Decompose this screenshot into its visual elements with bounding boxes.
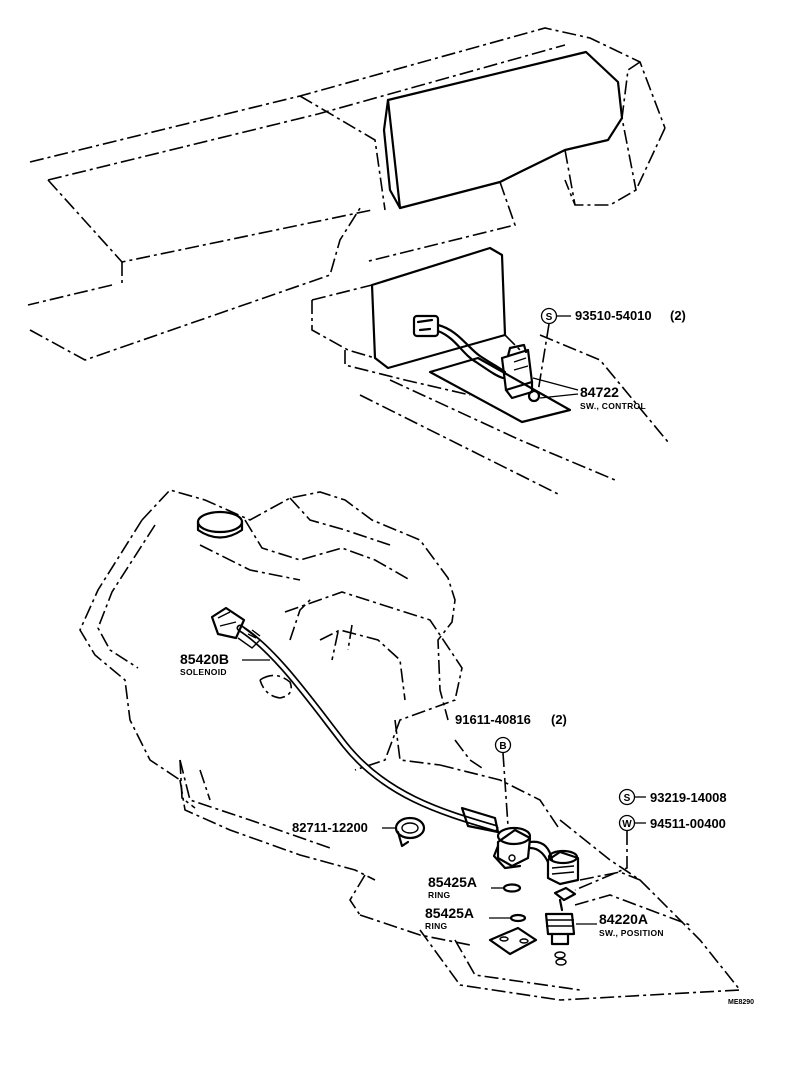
- part-number-85425A: 85425A: [428, 874, 477, 890]
- part-number-85420B: 85420B: [180, 651, 229, 667]
- quantity-label: (2): [551, 712, 567, 727]
- bolt-symbol: B: [499, 741, 506, 752]
- callout-screw-93510: S 93510-54010 (2): [537, 307, 686, 393]
- callout-sw-control: 84722 SW., CONTROL: [532, 377, 646, 411]
- ring-parts: [488, 883, 538, 956]
- part-number-82711-12200: 82711-12200: [292, 820, 368, 835]
- part-name-solenoid: SOLENOID: [180, 667, 227, 677]
- quantity-label: (2): [670, 308, 686, 323]
- callout-ring-upper: 85425A RING: [428, 874, 503, 900]
- part-number-93510-54010: 93510-54010: [575, 308, 652, 323]
- callout-sw-position: 84220A SW., POSITION: [576, 911, 664, 938]
- part-number-93219-14008: 93219-14008: [650, 790, 727, 805]
- solenoid-cable: [210, 606, 500, 834]
- transmission-assembly: [79, 489, 742, 1001]
- part-number-84220A: 84220A: [599, 911, 648, 927]
- part-name-ring: RING: [425, 921, 448, 931]
- callout-bolt-91611: 91611-40816 (2) B: [455, 712, 567, 827]
- part-number-91611-40816: 91611-40816: [455, 712, 531, 727]
- part-name-ring: RING: [428, 890, 451, 900]
- callout-clamp-82711: 82711-12200: [292, 820, 396, 835]
- position-switch: [544, 849, 580, 966]
- callout-ring-lower: 85425A RING: [425, 905, 510, 931]
- screw-symbol: S: [624, 793, 631, 804]
- part-number-94511-00400: 94511-00400: [650, 816, 726, 831]
- dashboard-assembly: [27, 27, 669, 496]
- callout-washer-94511: W 94511-00400: [574, 814, 726, 891]
- drawing-code: ME8290: [728, 999, 754, 1006]
- clamp-part: [394, 816, 426, 848]
- part-name-sw-position: SW., POSITION: [599, 928, 664, 938]
- part-name-sw-control: SW., CONTROL: [580, 401, 646, 411]
- callout-screw-93219: S 93219-14008: [618, 788, 727, 806]
- screw-symbol: S: [546, 312, 553, 323]
- part-number-84722: 84722: [580, 384, 619, 400]
- part-number-85425A: 85425A: [425, 905, 474, 921]
- callout-solenoid: 85420B SOLENOID: [180, 651, 270, 677]
- washer-symbol: W: [622, 819, 632, 830]
- solenoid-unit: [492, 826, 554, 870]
